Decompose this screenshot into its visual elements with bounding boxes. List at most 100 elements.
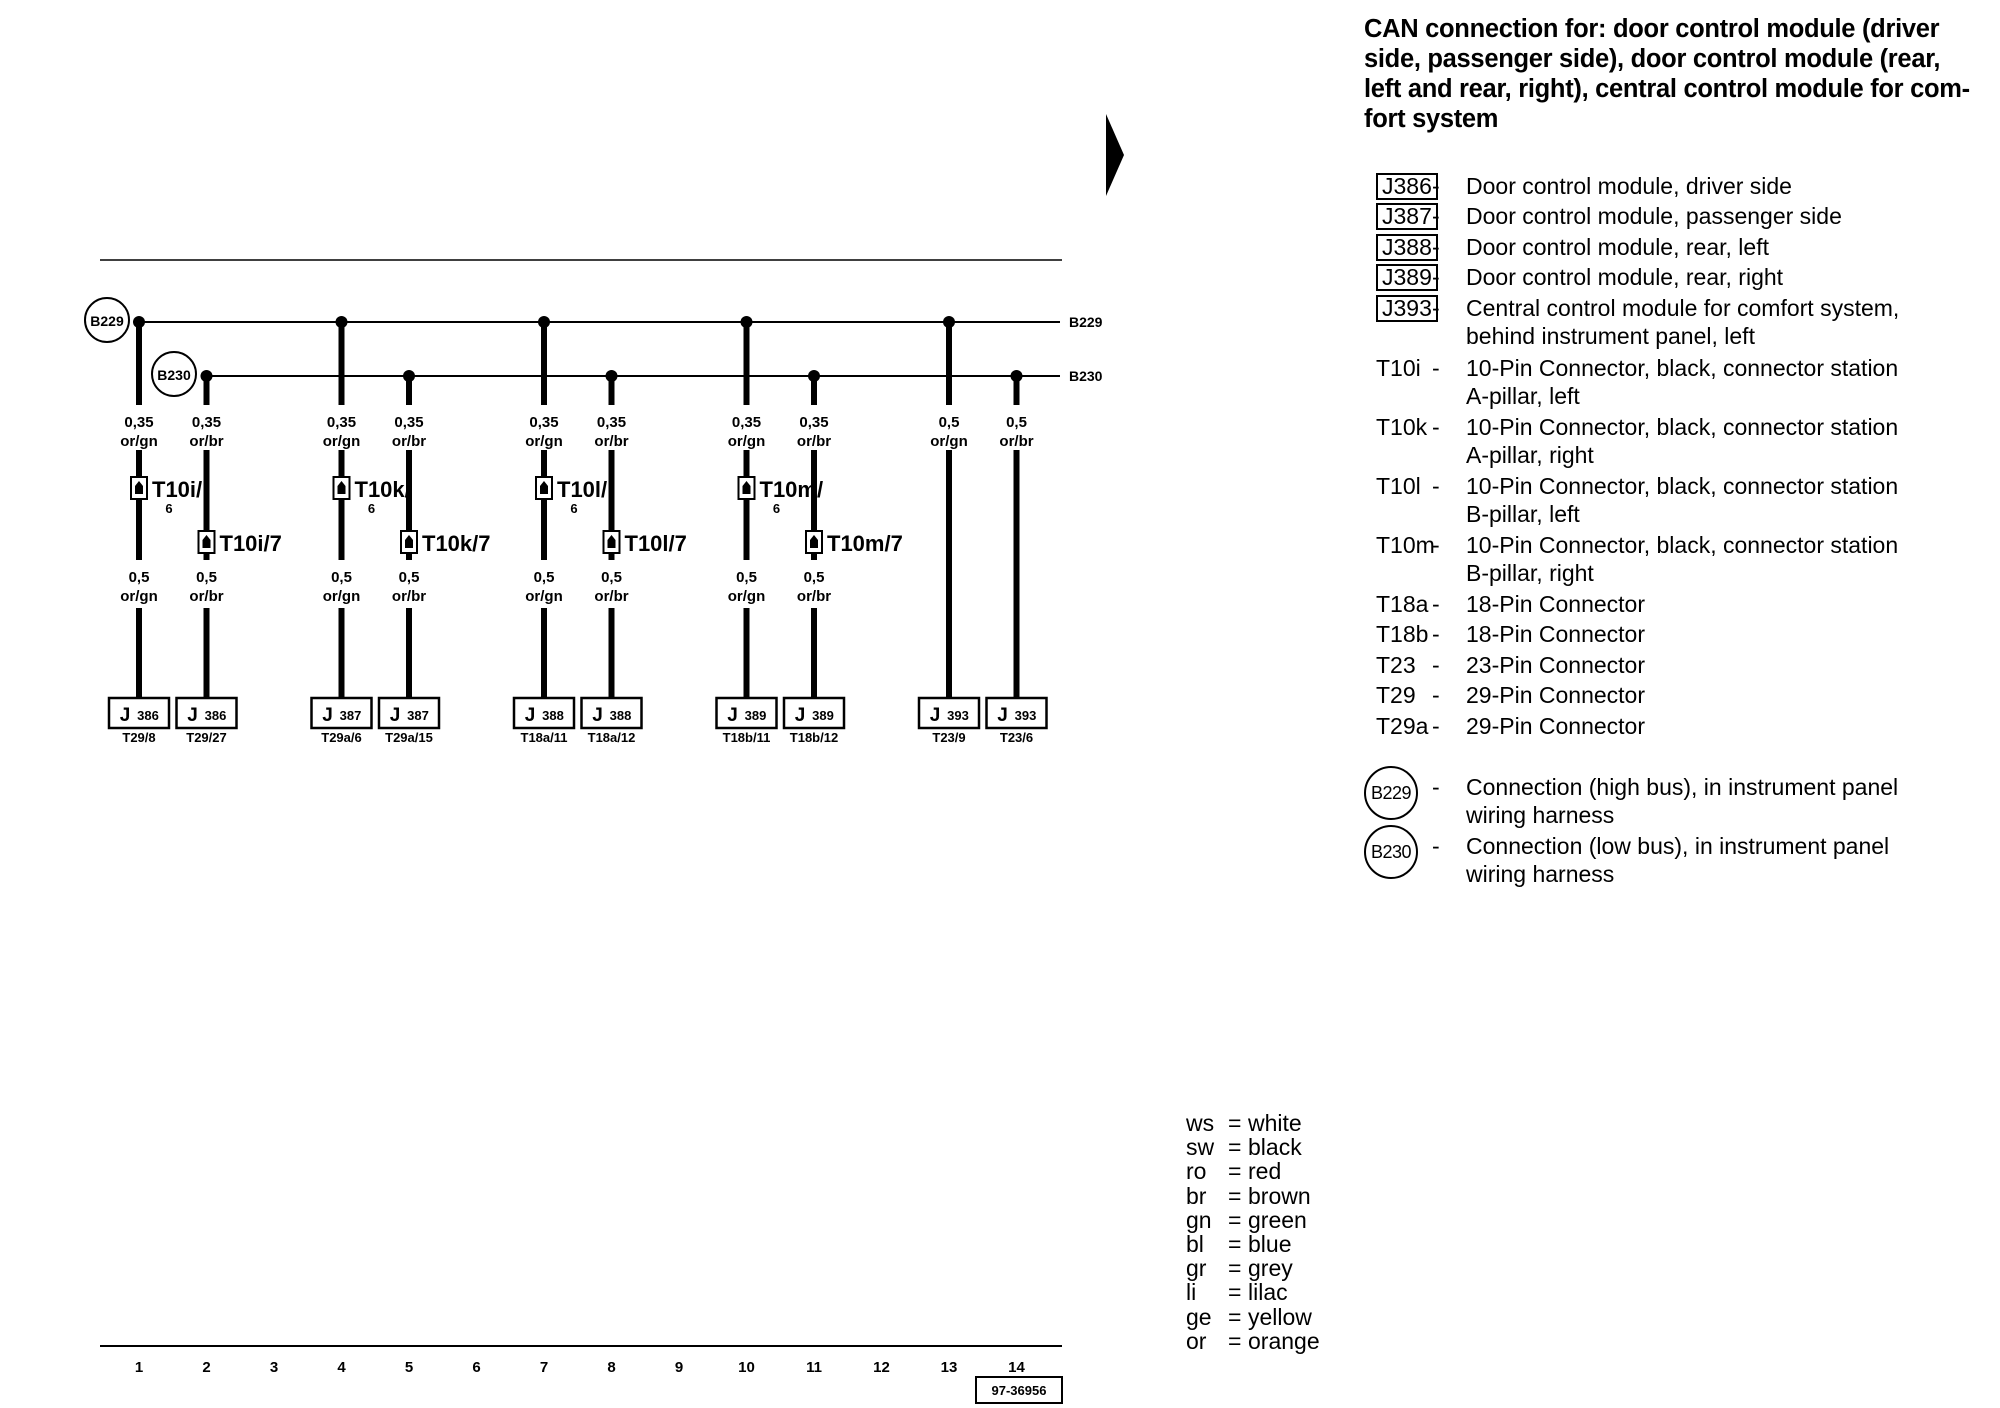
connector-name: T10k/7 [422,531,491,556]
component-number: 388 [542,708,564,723]
color-code: ws [1186,1110,1215,1136]
color-name: red [1248,1158,1282,1185]
wire-gauge-top: 0,35 [192,414,221,431]
legend-dash: - [1432,774,1440,800]
color-name: orange [1248,1327,1320,1354]
component-letter: J [727,705,738,726]
color-equals: = [1228,1303,1242,1330]
connector-pin: T10m/6 [737,476,823,516]
column-number: 13 [941,1359,958,1376]
connector-name: T10i/ [152,477,202,502]
column-number: 14 [1008,1359,1025,1376]
legend-dash: - [1432,173,1440,199]
color-code: gn [1186,1206,1212,1233]
legend-dash: - [1432,295,1440,321]
color-code: br [1186,1182,1207,1209]
legend-dash: - [1432,682,1440,708]
legend-description: Connection (high bus), in instrument pan… [1466,774,1899,828]
connector-name: T10k/ [355,477,411,502]
component-number: 393 [947,708,969,723]
legend-code: T18a [1376,591,1429,617]
color-equals: = [1228,1231,1242,1257]
connector-pin: T10l/6 [535,476,607,516]
connector-pin: T10k/6 [332,476,411,516]
wire-gauge-top: 0,35 [529,414,558,431]
component-box [107,696,171,730]
wire-gauge-top: 0,35 [732,414,761,431]
color-code: sw [1186,1134,1215,1161]
connector-contact-icon [202,535,211,548]
wire-gauge-bottom: 0,5 [129,569,150,586]
legend-code: T18b [1376,621,1429,647]
color-code: gr [1186,1255,1207,1282]
component-pin-label: T18a/12 [588,730,636,745]
component-number: 386 [205,708,227,723]
page-continue-arrow-icon [1106,114,1124,196]
color-equals: = [1228,1134,1242,1161]
bus-node-label: B229 [90,313,124,329]
wire-gauge-top: 0,35 [799,414,828,431]
component-pin-label: T29a/15 [385,730,433,745]
wire-color-top: or/gn [120,433,158,450]
connector-pin: T10m/7 [805,530,903,556]
color-equals: = [1228,1110,1242,1136]
bus-end-label: B229 [1069,314,1103,330]
color-code: ro [1186,1158,1207,1185]
connector-name: T10m/7 [827,531,903,556]
column-number: 5 [405,1359,413,1376]
color-equals: = [1228,1327,1242,1354]
legend-dash: - [1432,833,1440,859]
connector-pin-number: 6 [570,501,577,516]
connector-pin: T10l/7 [602,530,687,556]
connector-pin-number: 6 [165,501,172,516]
connector-pin: T10k/7 [400,530,491,556]
color-code: li [1186,1279,1197,1306]
connector-contact-icon [810,535,818,548]
wire-gauge-top: 0,5 [939,414,960,431]
component-number: 387 [340,708,362,723]
component-letter: J [592,705,603,726]
bus-node-circle [84,297,130,343]
legend-code: J387 [1376,203,1438,230]
component-box [512,696,576,730]
wire-gauge-bottom: 0,5 [736,569,757,586]
color-code: or [1186,1327,1207,1354]
legend-description: Central control module for comfort syste… [1466,295,1900,349]
legend-code: T10m [1376,532,1435,558]
column-number: 7 [540,1359,548,1376]
legend-code: B229 [1364,766,1418,820]
component-number: 387 [407,708,429,723]
legend-code: T23 [1376,652,1416,678]
legend-dash: - [1432,652,1440,678]
connector-pin: T10i/6 [130,476,202,516]
component-j387: J 387 [377,696,441,730]
legend-description: Door control module, rear, right [1466,264,1784,290]
wire-gauge-top: 0,35 [124,414,153,431]
component-letter: J [187,705,198,726]
color-name: white [1248,1110,1302,1136]
wire-color-bottom: or/gn [525,588,563,605]
legend-description: 29-Pin Connector [1466,713,1645,739]
component-number: 393 [1015,708,1037,723]
legend-dash: - [1432,473,1440,499]
legend-dash: - [1432,234,1440,260]
connector-contact-icon [135,481,143,494]
connector-contact-icon [607,535,616,548]
legend-dash: - [1432,621,1440,647]
component-letter: J [390,705,401,726]
legend-description: 10-Pin Connector, black, connector stati… [1466,473,1899,527]
legend-code: J386 [1376,173,1438,200]
wire-color-top: or/gn [525,433,563,450]
legend-description: Door control module, passenger side [1466,203,1842,229]
connector-pin: T10i/7 [197,530,282,556]
component-letter: J [322,705,333,726]
component-number: 388 [610,708,632,723]
component-box [715,696,778,730]
